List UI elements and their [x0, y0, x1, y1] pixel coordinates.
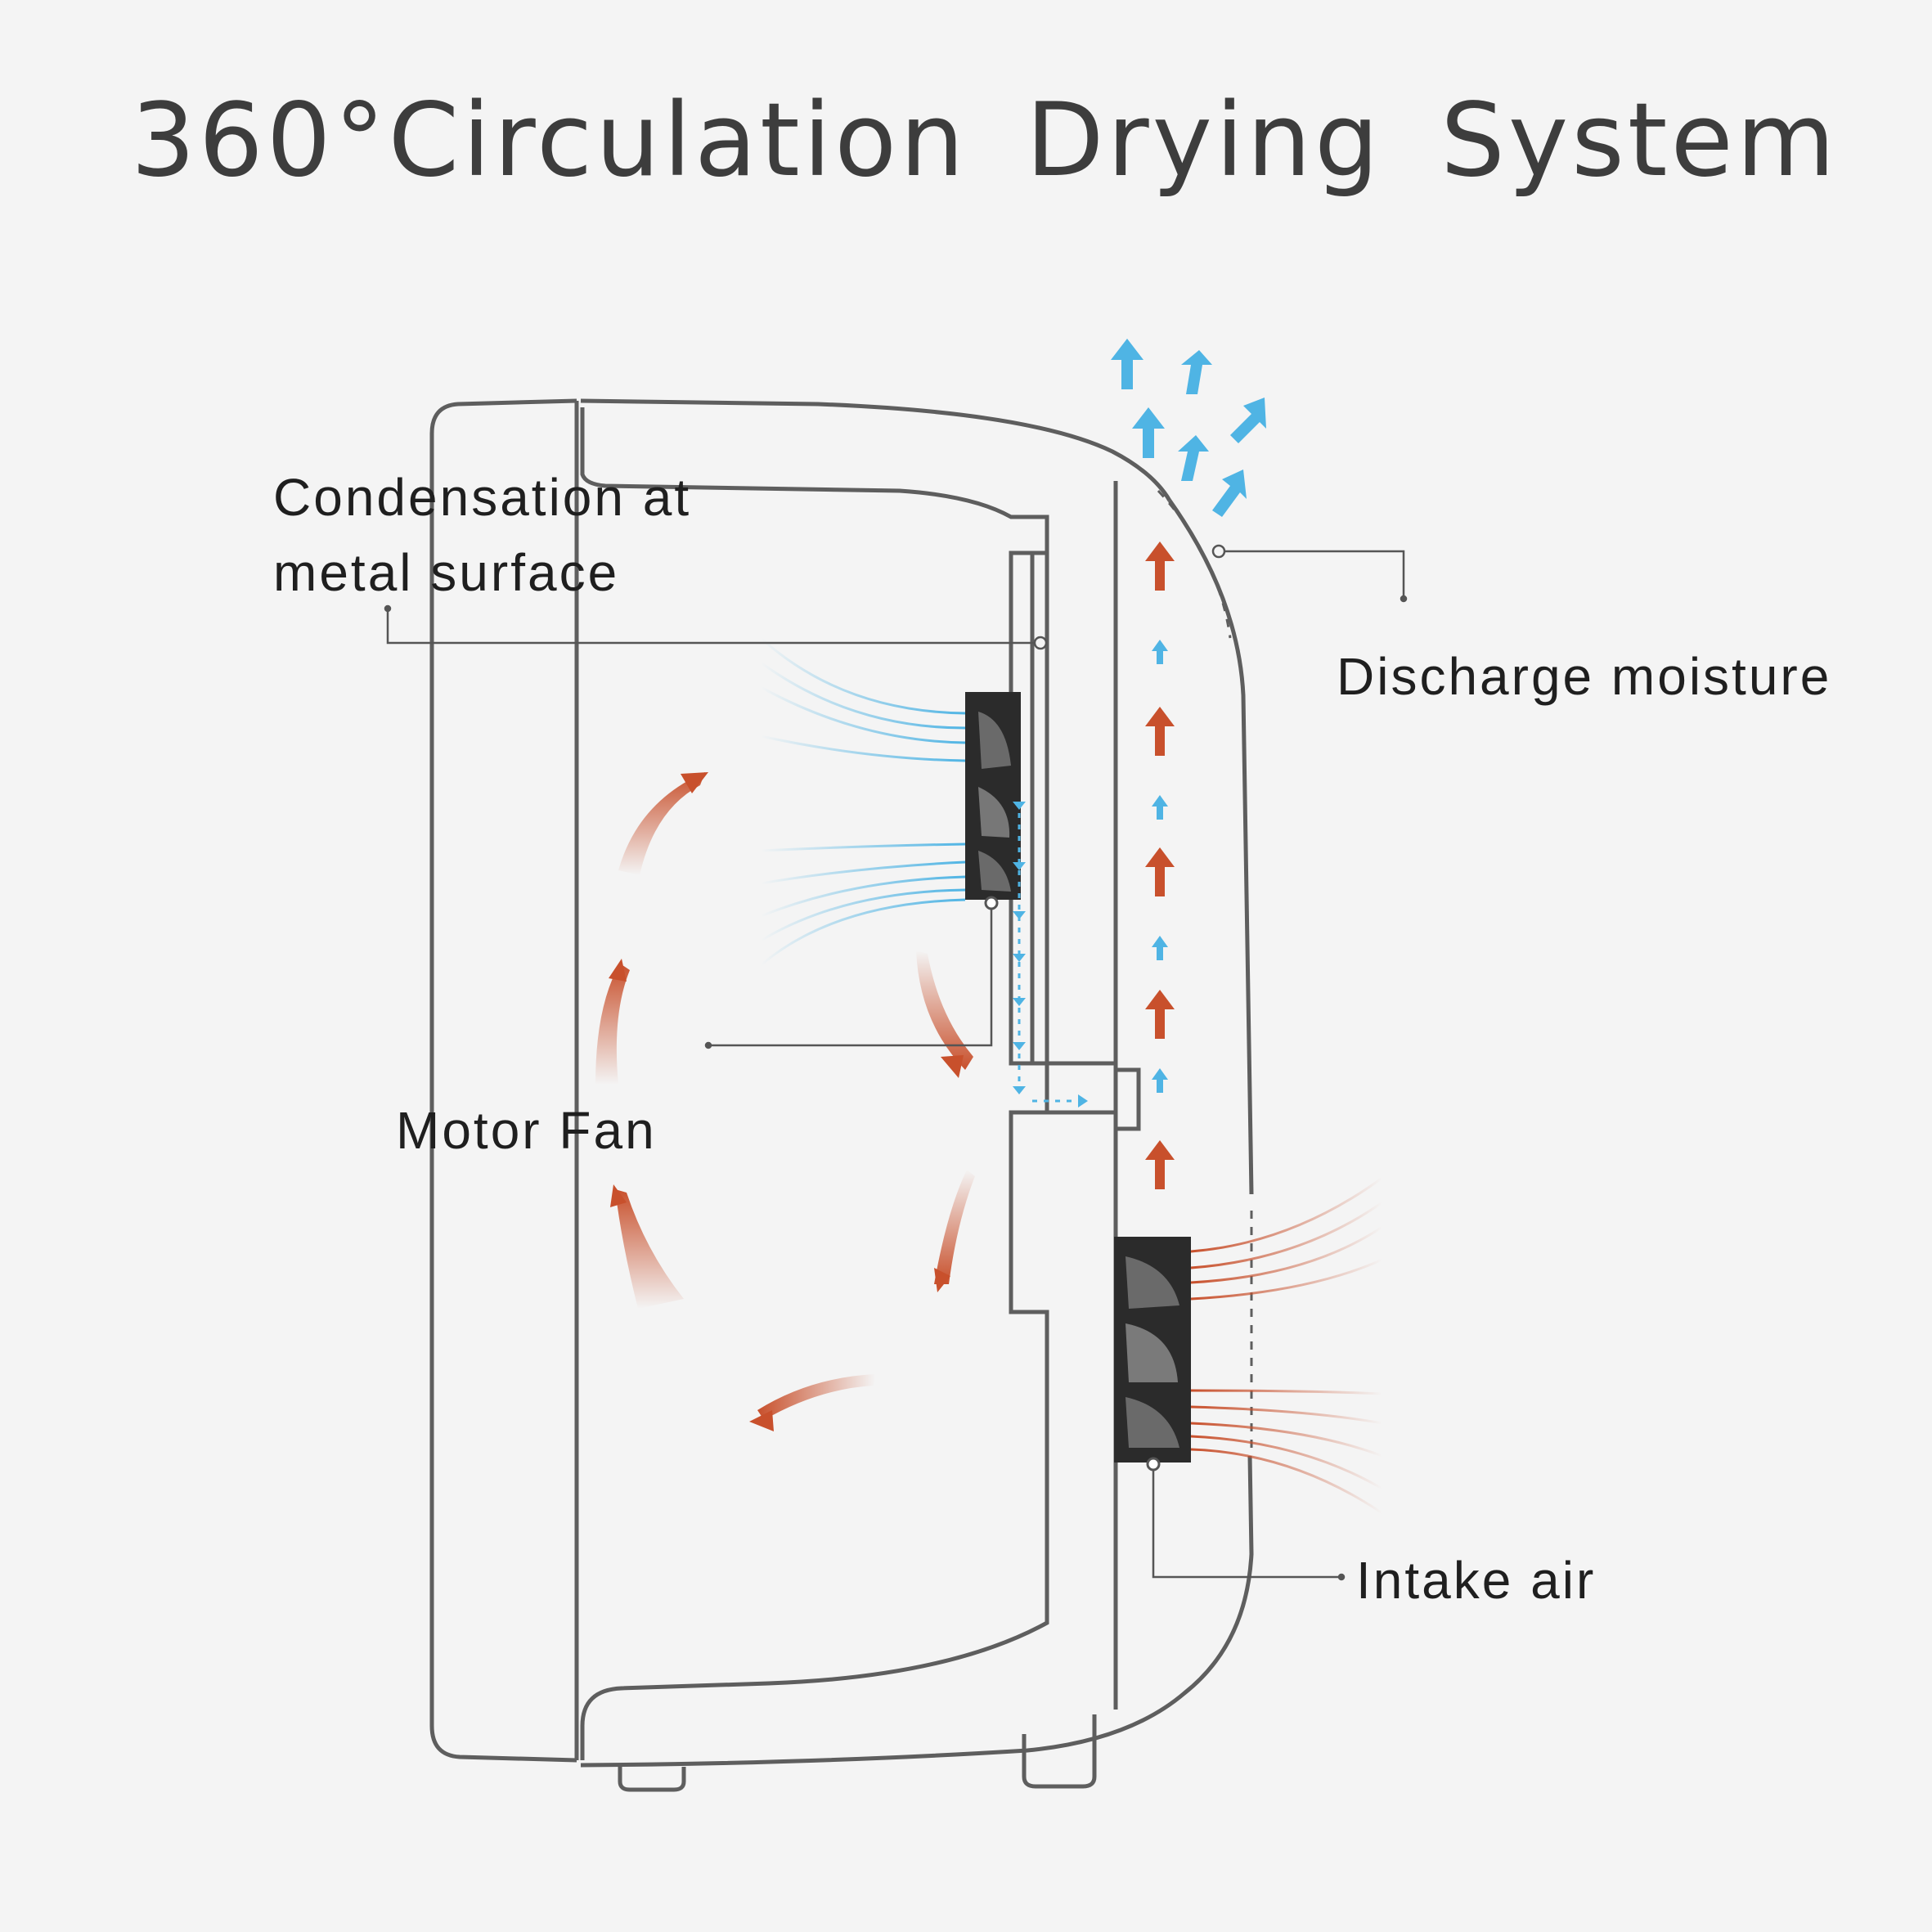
drip-trails	[1018, 802, 1080, 1103]
hot-air-streams	[1190, 1176, 1383, 1515]
leader-lines	[384, 544, 1408, 1581]
condensation-label-line1: Condensation at	[273, 468, 692, 527]
dryer-body	[429, 398, 1254, 1792]
motor-fan-label: Motor Fan	[396, 1101, 657, 1160]
circulation-arrows	[595, 772, 975, 1431]
upper-fan	[965, 692, 1021, 910]
intake-air-label: Intake air	[1356, 1551, 1597, 1610]
rising-arrows	[1145, 541, 1175, 1189]
page-title: 360°Circulation Drying System	[131, 82, 1839, 200]
discharge-arrows	[1111, 339, 1266, 517]
vent-dashes	[1009, 489, 1253, 1456]
discharge-label: Discharge moisture	[1337, 647, 1832, 706]
condensation-label: Condensation at metal surface	[273, 460, 691, 610]
intake-fan	[1114, 1237, 1191, 1471]
condensation-label-line2: metal surface	[273, 543, 620, 602]
drip-arrows	[1013, 802, 1088, 1108]
cool-air-streams	[759, 636, 966, 967]
